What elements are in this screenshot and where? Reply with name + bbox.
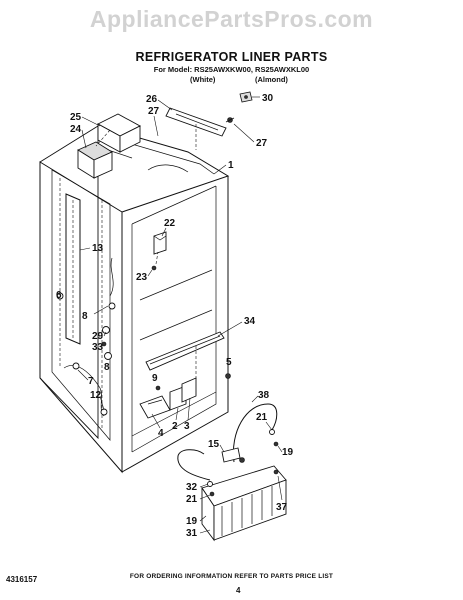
variant-almond: (Almond)	[255, 75, 288, 84]
callout-12: 12	[90, 390, 102, 401]
callout-33: 33	[92, 342, 104, 353]
callout-9: 9	[152, 373, 158, 384]
callout-27: 27	[148, 106, 160, 117]
shelf-rail-34	[145, 331, 225, 380]
callout-30: 30	[262, 93, 274, 104]
callout-22: 22	[164, 218, 176, 229]
callout-19b: 19	[186, 516, 198, 527]
callout-7: 7	[88, 376, 94, 387]
part-callouts: 30 26 27 25 24 27 1 22 13 23 6 8 34 29 3…	[56, 93, 294, 539]
callout-31: 31	[186, 528, 198, 539]
callout-1: 1	[228, 160, 234, 171]
ordering-note: FOR ORDERING INFORMATION REFER TO PARTS …	[129, 573, 334, 580]
callout-24: 24	[70, 124, 82, 135]
left-side-parts	[56, 257, 116, 417]
air-duct-assembly	[77, 113, 141, 179]
callout-29: 29	[92, 331, 104, 342]
callout-21b: 21	[186, 494, 198, 505]
variant-white: (White)	[190, 75, 216, 84]
refrigerator-liner	[39, 125, 230, 474]
callout-21: 21	[256, 412, 268, 423]
clip-30	[239, 91, 253, 103]
callout-5: 5	[226, 357, 232, 368]
callout-37: 37	[276, 502, 288, 513]
screw-5	[225, 373, 231, 386]
top-trim-rail	[165, 107, 235, 150]
drain-pan-assembly	[177, 403, 287, 542]
callout-25: 25	[70, 112, 82, 123]
callout-32: 32	[186, 482, 198, 493]
callout-6: 6	[56, 290, 62, 301]
callout-13: 13	[92, 243, 104, 254]
callout-2: 2	[172, 421, 178, 432]
page-title: REFRIGERATOR LINER PARTS	[135, 50, 328, 64]
callout-3: 3	[184, 421, 190, 432]
callout-8: 8	[82, 311, 88, 322]
callout-38: 38	[258, 390, 270, 401]
callout-26: 26	[146, 94, 158, 105]
callout-34: 34	[244, 316, 256, 327]
callout-4: 4	[158, 428, 164, 439]
callout-23: 23	[136, 272, 148, 283]
page-number: 4	[236, 586, 241, 595]
callout-27b: 27	[256, 138, 268, 149]
callout-19: 19	[282, 447, 294, 458]
document-number: 4316157	[6, 575, 38, 584]
callout-8b: 8	[104, 362, 110, 373]
model-line: For Model: RS25AWXKW00, RS25AWXKL00	[153, 65, 310, 74]
lower-brackets	[139, 377, 197, 419]
callout-15: 15	[208, 439, 220, 450]
watermark: AppliancePartsPros.com	[89, 6, 374, 32]
vertical-channel	[65, 193, 81, 345]
bracket-22	[151, 231, 167, 271]
